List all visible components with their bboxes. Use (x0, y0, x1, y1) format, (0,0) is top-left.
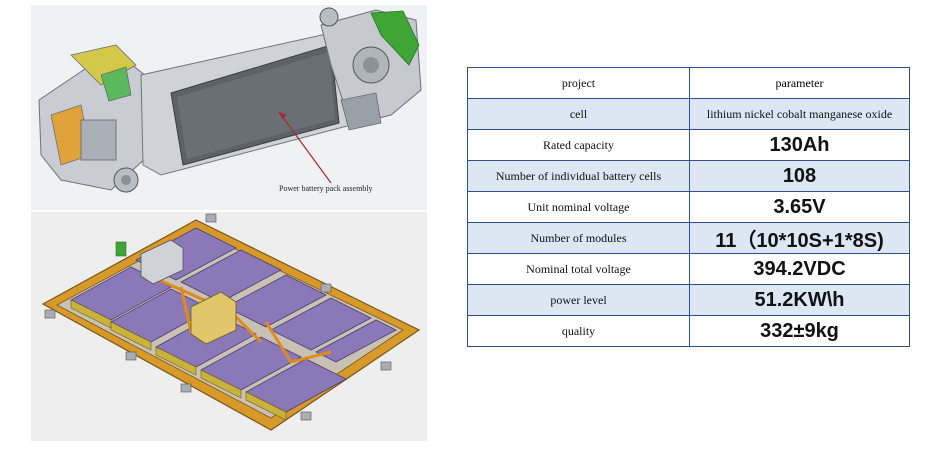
table-row: Unit nominal voltage 3.65V (467, 191, 910, 223)
row-value: 3.65V (689, 191, 910, 223)
row-value: 332±9kg (689, 315, 910, 347)
row-label: Number of individual battery cells (467, 160, 690, 192)
row-label: Rated capacity (467, 129, 690, 161)
row-label: cell (467, 98, 690, 130)
row-value: 11（10*10S+1*8S) (689, 222, 910, 254)
table-header-row: project parameter (467, 67, 910, 99)
row-value: 51.2KW\h (689, 284, 910, 316)
row-value: 394.2VDC (689, 253, 910, 285)
table-row: Nominal total voltage 394.2VDC (467, 253, 910, 285)
table-row: power level 51.2KW\h (467, 284, 910, 316)
battery-pack-illustration (31, 212, 427, 441)
row-label: quality (467, 315, 690, 347)
header-project: project (467, 67, 690, 99)
table-row: cell lithium nickel cobalt manganese oxi… (467, 98, 910, 130)
battery-pack-drawing (41, 213, 421, 431)
row-value: 108 (689, 160, 910, 192)
battery-spec-table: project parameter cell lithium nickel co… (467, 67, 910, 347)
table-row: Number of individual battery cells 108 (467, 160, 910, 192)
table-row: Rated capacity 130Ah (467, 129, 910, 161)
chassis-illustration: Power battery pack assembly (31, 5, 427, 210)
row-value: lithium nickel cobalt manganese oxide (689, 98, 910, 130)
row-label: Unit nominal voltage (467, 191, 690, 223)
row-label: Number of modules (467, 222, 690, 254)
table-row: quality 332±9kg (467, 315, 910, 347)
chassis-drawing (38, 7, 422, 193)
row-value: 130Ah (689, 129, 910, 161)
header-parameter: parameter (689, 67, 910, 99)
table-row: Number of modules 11（10*10S+1*8S) (467, 222, 910, 254)
row-label: power level (467, 284, 690, 316)
battery-pack-callout: Power battery pack assembly (279, 184, 373, 193)
row-label: Nominal total voltage (467, 253, 690, 285)
